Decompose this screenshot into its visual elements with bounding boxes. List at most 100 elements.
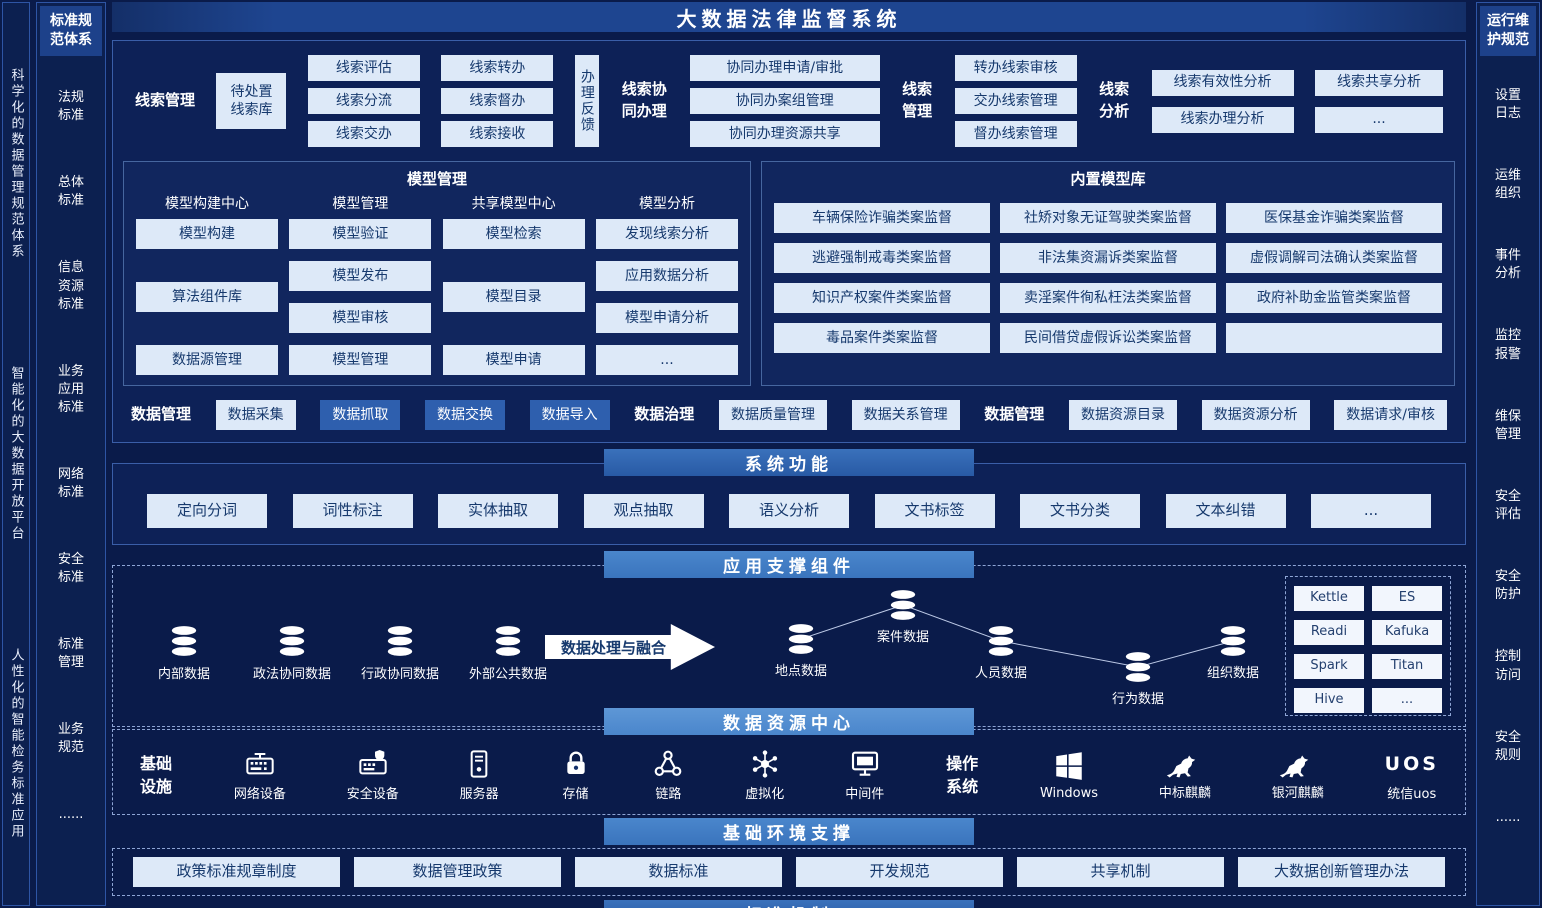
clue-button[interactable]: 线索督办 [441,88,554,114]
model-case-button[interactable]: 知识产权案件类案监督 [774,283,990,313]
model-row: 模型管理 模型构建中心 模型构建 算法组件库 数据源管理 模型管理 [123,161,1455,386]
data-source-label: 内部数据 [157,667,210,682]
model-button[interactable]: 模型构建 [136,219,278,249]
sidebar-item: ...... [1495,809,1521,825]
data-sources-group: 内部数据 政法协同数据 行政协同数据 外部公共数据 [137,624,555,682]
clue-button[interactable]: 转办线索审核 [954,55,1077,81]
model-button[interactable]: 模型验证 [289,219,432,249]
function-button[interactable]: 实体抽取 [438,494,558,528]
policy-button[interactable]: 数据管理政策 [354,857,561,887]
policy-button[interactable]: 大数据创新管理办法 [1238,857,1445,887]
operations-sidebar-items: 设置日志 运维组织 事件分析 监控报警 维保管理 安全评估 安全防护 控制访问 … [1477,59,1539,905]
tool-button[interactable]: ... [1372,688,1442,713]
standards-sidebar-items: 法规标准 总体标准 信息资源标准 业务应用标准 网络标准 安全标准 标准管理 业… [37,59,105,905]
model-button[interactable]: 模型申请分析 [595,303,738,333]
app-support-panel: 内部数据 政法协同数据 行政协同数据 外部公共数据 数据处理 [112,565,1466,727]
tool-button[interactable]: Spark [1294,654,1364,679]
clue-model-data-panel: 线索管理 待处置线索库 线索评估 线索分流 线索交办 线索转办 线索督办 线索接… [112,40,1466,443]
model-case-button[interactable]: 逃避强制戒毒类案监督 [774,243,990,273]
model-case-button[interactable]: 非法集资漏诉类案监督 [1000,243,1216,273]
model-button[interactable]: 模型发布 [289,261,432,291]
data-button[interactable]: 数据请求/审核 [1334,400,1447,430]
model-case-button[interactable]: 社矫对象无证驾驶类案监督 [1000,203,1216,233]
clue-button[interactable]: 线索交办 [307,121,420,147]
model-case-button[interactable]: 车辆保险诈骗类案监督 [774,203,990,233]
model-case-button-empty[interactable] [1226,323,1442,353]
clue-button[interactable]: 线索分流 [307,88,420,114]
os-item: Windows [1040,749,1098,801]
function-button[interactable]: 词性标注 [292,494,413,528]
function-button[interactable]: 文书分类 [1020,494,1140,528]
clue-button[interactable]: 协同办案组管理 [689,88,880,114]
data-button[interactable]: 数据采集 [215,400,296,430]
clue-button[interactable]: 线索转办 [441,55,554,81]
clue-button[interactable]: 线索办理分析 [1151,106,1294,133]
data-button[interactable]: 数据导入 [529,400,610,430]
tool-button[interactable]: Readi [1294,620,1364,645]
function-button[interactable]: 文本纠错 [1165,494,1286,528]
model-button[interactable]: 算法组件库 [136,282,278,312]
data-button[interactable]: 数据抓取 [320,400,401,430]
function-button[interactable]: 语义分析 [729,494,849,528]
data-button[interactable]: 数据资源目录 [1068,400,1177,430]
tools-panel: Kettle ES Readi Kafuka Spark Titan Hive … [1285,576,1451,716]
tool-button[interactable]: Hive [1294,688,1364,713]
storage-icon [566,751,585,774]
tool-button[interactable]: Titan [1372,654,1442,679]
clue-eval-stack: 线索评估 线索分流 线索交办 [307,55,420,147]
clue-button[interactable]: 协同办理申请/审批 [689,55,880,81]
data-node-label: 地点数据 [774,664,827,679]
clue-button[interactable]: 协同办理资源共享 [689,121,880,147]
model-button[interactable]: 数据源管理 [136,345,278,375]
model-button[interactable]: 模型目录 [442,282,585,312]
middleware-icon [851,751,878,776]
model-button[interactable]: 模型审核 [289,303,432,333]
model-button[interactable]: 模型申请 [442,345,585,375]
policy-button[interactable]: 政策标准规章制度 [133,857,340,887]
tool-button[interactable]: Kafuka [1372,620,1442,645]
model-button[interactable]: 发现线索分析 [595,219,738,249]
link-icon [655,750,682,777]
clue-button[interactable]: 线索评估 [307,55,420,81]
model-button[interactable]: 模型检索 [442,219,585,249]
data-button[interactable]: 数据交换 [424,400,505,430]
model-button[interactable]: ... [595,345,738,375]
model-button[interactable]: 应用数据分析 [595,261,738,291]
data-node-label: 案件数据 [876,630,929,645]
function-button[interactable]: ... [1311,494,1431,528]
clue-button[interactable]: 线索有效性分析 [1151,69,1294,96]
sidebar-item: 安全评估 [1494,488,1521,523]
clue-button[interactable]: 线索接收 [441,121,554,147]
model-case-button[interactable]: 虚假调解司法确认类案监督 [1226,243,1442,273]
model-case-button[interactable]: 医保基金诈骗类案监督 [1226,203,1442,233]
function-button[interactable]: 定向分词 [147,494,267,528]
column-header: 模型构建中心 [165,196,249,212]
data-button[interactable]: 数据质量管理 [718,400,827,430]
data-node: 人员数据 [959,624,1043,681]
model-button[interactable]: 模型管理 [289,345,432,375]
function-button[interactable]: 文书标签 [874,494,995,528]
sidebar-item: 网络标准 [57,466,84,501]
model-case-button[interactable]: 卖淫案件徇私枉法类案监督 [1000,283,1216,313]
sidebar-item: 控制访问 [1494,649,1521,683]
function-button[interactable]: 观点抽取 [583,494,704,528]
policy-button[interactable]: 数据标准 [575,857,782,887]
clue-button[interactable]: 线索共享分析 [1315,69,1443,96]
clue-button[interactable]: 督办线索管理 [954,121,1077,147]
model-case-button[interactable]: 民间借贷虚假诉讼类案监督 [1000,323,1216,353]
data-source-label: 政法协同数据 [252,667,331,682]
data-button[interactable]: 数据关系管理 [851,400,960,430]
policy-button[interactable]: 开发规范 [796,857,1003,887]
tool-button[interactable]: Kettle [1294,586,1364,611]
pending-clue-pool-button[interactable]: 待处置线索库 [216,73,287,129]
model-case-button[interactable]: 毒品案件类案监督 [774,323,990,353]
model-case-button[interactable]: 政府补助金监管类案监督 [1226,283,1442,313]
database-icon [387,626,413,656]
handle-feedback-button[interactable]: 办理反馈 [574,55,599,147]
clue-button[interactable]: ... [1315,106,1443,133]
clue-button[interactable]: 交办线索管理 [954,88,1077,114]
data-button[interactable]: 数据资源分析 [1201,400,1310,430]
policy-button[interactable]: 共享机制 [1017,857,1224,887]
tool-button[interactable]: ES [1372,586,1442,611]
